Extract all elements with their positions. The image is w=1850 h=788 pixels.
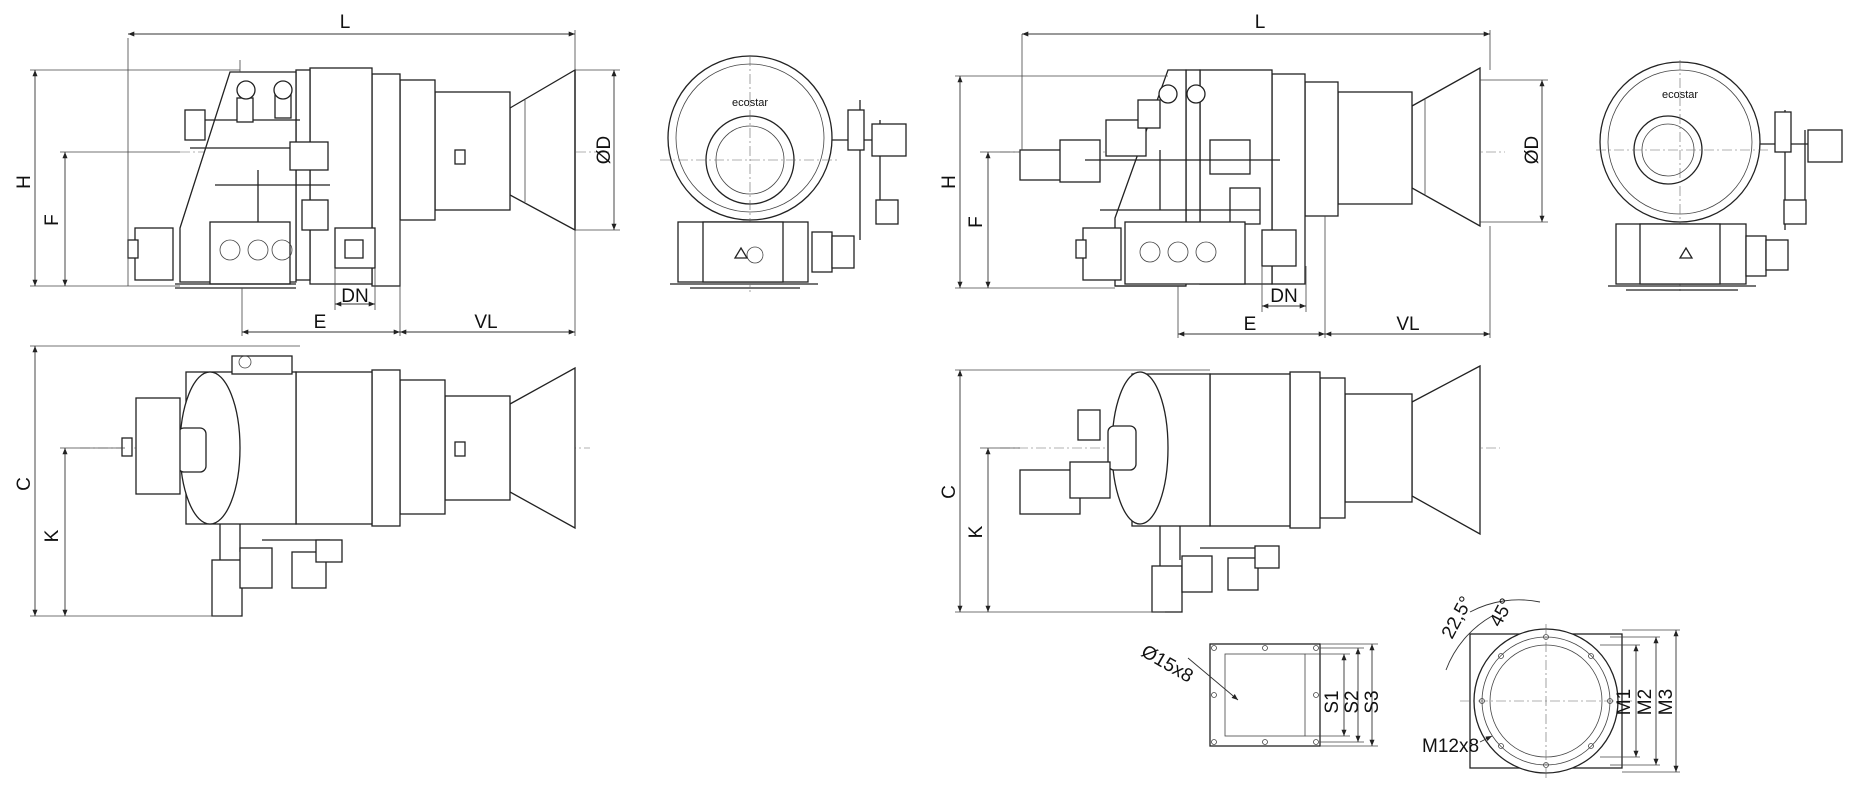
angle-45: 45° [1486,595,1518,630]
brand-logo-right: ecostar [1662,89,1698,101]
dim-label-F-right: F [966,216,987,228]
front-view-right: ecostar [1596,60,1843,292]
dim-label-VL-right: VL [1396,314,1419,335]
bolt-note-round: M12x8 [1422,736,1479,757]
dim-label-S3: S3 [1362,690,1383,713]
dim-label-C-right: C [939,485,960,499]
dim-label-H-right: H [939,175,960,189]
dim-label-OD-right: ØD [1522,136,1543,165]
hole-note-rect: Ø15x8 [1138,641,1197,687]
round-flange-detail: 22,5° 45° M12x8 M1 M2 M3 [1422,593,1680,778]
dim-label-OD: ØD [594,136,615,165]
top-view-right [1000,364,1500,613]
dim-label-DN: DN [341,286,368,307]
side-view-right [1000,66,1505,287]
dim-label-F: F [42,214,63,226]
dim-label-K-right: K [966,525,987,538]
flange-holes [1211,645,1319,745]
dim-label-L-right: L [1255,12,1266,33]
dim-label-E: E [314,312,327,333]
dimensions-view-3: C K [14,345,300,617]
dim-label-E-right: E [1244,314,1257,335]
dim-label-M2: M2 [1635,689,1656,715]
dimensions-view-6: C K [939,369,1210,613]
brand-logo-left: ecostar [732,97,768,109]
top-view-left [80,355,590,617]
front-view-left: ecostar [660,55,907,292]
dim-label-S1: S1 [1322,690,1343,713]
side-view-left [127,60,610,289]
dim-label-M3: M3 [1656,689,1677,715]
bolt-holes [1479,634,1613,768]
dim-label-L: L [340,12,351,33]
dim-label-DN-right: DN [1270,286,1297,307]
rect-flange-detail: Ø15x8 S1 S2 S3 [1138,641,1383,747]
dim-label-M1: M1 [1614,689,1635,715]
dim-label-K-left: K [42,529,63,542]
dim-label-VL: VL [474,312,497,333]
dim-label-C-left: C [14,477,35,491]
dim-label-S2: S2 [1342,690,1363,713]
dim-label-H: H [14,175,35,189]
dimensions-view-1: L H F ØD DN E VL [14,12,620,336]
dimensions-view-4: L H F ØD DN E VL [939,12,1548,338]
